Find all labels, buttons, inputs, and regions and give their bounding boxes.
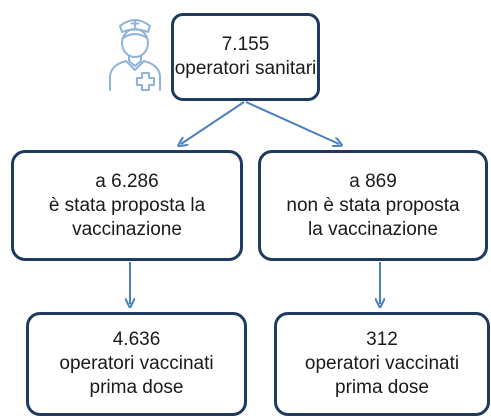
total-workers-value: 7.155 (221, 34, 270, 55)
vaccination-proposed-box: a 6.286 è stata proposta la vaccinazione (11, 150, 243, 261)
vaccinated-right-label-line2: prima dose (335, 377, 429, 398)
vaccinated-from-not-proposed-box: 312 operatori vaccinati prima dose (274, 312, 490, 416)
arrow-root-to-proposed (181, 101, 245, 144)
proposed-label-line1: è stata proposta la (48, 194, 206, 216)
vaccinated-from-proposed-box: 4.636 operatori vaccinati prima dose (26, 312, 247, 416)
nurse-icon (109, 19, 161, 91)
total-healthcare-workers-box: 7.155 operatori sanitari (171, 13, 320, 101)
vaccinated-right-label-line1: operatori vaccinati (304, 353, 460, 374)
not-proposed-label-line1: non è stata proposta (286, 194, 460, 216)
not-proposed-label-line2: la vaccinazione (308, 218, 438, 240)
total-workers-label: operatori sanitari (174, 58, 317, 79)
vaccinated-left-label-line1: operatori vaccinati (59, 353, 214, 374)
vaccinated-left-value: 4.636 (112, 329, 161, 350)
arrow-root-to-not-proposed (245, 101, 339, 144)
vaccinated-right-value: 312 (366, 329, 398, 350)
proposed-value: a 6.286 (95, 170, 159, 192)
vaccination-not-proposed-box: a 869 non è stata proposta la vaccinazio… (258, 150, 488, 261)
not-proposed-value: a 869 (349, 170, 397, 192)
proposed-label-line2: vaccinazione (72, 218, 182, 240)
vaccinated-left-label-line2: prima dose (89, 377, 184, 398)
